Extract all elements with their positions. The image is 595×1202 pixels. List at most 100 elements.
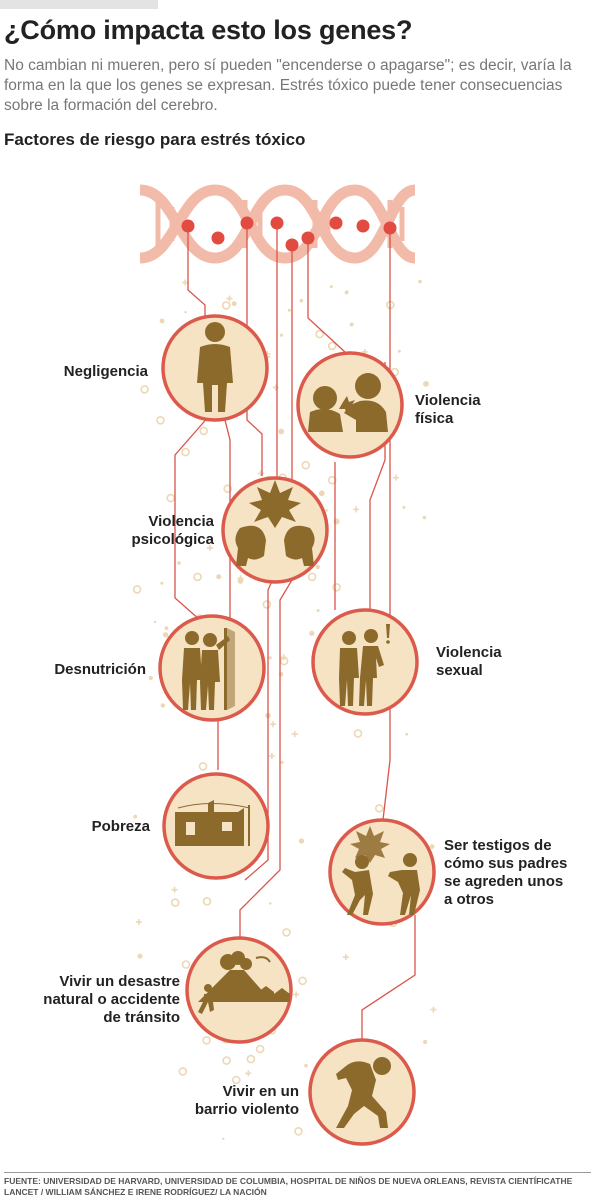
- background-dot: [374, 803, 384, 813]
- background-dot: [268, 656, 272, 660]
- factor-negligencia: [161, 314, 269, 422]
- dna-strand-a: [139, 184, 417, 264]
- page-title: ¿Cómo impacta esto los genes?: [4, 15, 413, 45]
- background-dot: [353, 506, 360, 513]
- background-dot: [299, 298, 304, 303]
- shack-icon: [175, 800, 251, 846]
- background-dot: [280, 760, 284, 764]
- background-dot: [327, 475, 337, 485]
- background-dot: [164, 626, 169, 631]
- background-dot: [315, 564, 320, 570]
- background-dot: [272, 384, 279, 391]
- factor-violencia-psicologica: [221, 476, 329, 584]
- background-dot: [160, 581, 164, 585]
- background-dot: [344, 290, 349, 295]
- background-dot: [301, 460, 311, 470]
- background-dot: [177, 561, 181, 565]
- background-dot: [193, 572, 202, 582]
- background-dot: [148, 675, 153, 681]
- label-barrio: Vivir en un barrio violento: [194, 1083, 299, 1118]
- dna-strand-b: [139, 184, 417, 264]
- background-dot: [160, 703, 165, 708]
- background-dot: [423, 381, 429, 387]
- background-dot: [304, 1063, 308, 1068]
- background-dot: [206, 544, 213, 551]
- background-dot: [133, 814, 138, 819]
- background-dot: [418, 279, 422, 284]
- background-dot: [156, 415, 165, 425]
- gene-node: [240, 216, 254, 230]
- background-dot: [318, 490, 325, 497]
- background-dot: [166, 493, 175, 503]
- background-dot: [287, 308, 291, 312]
- dna-nodes: [181, 216, 397, 252]
- source-credit: Fuente: Universidad de Harvard, Universi…: [4, 1176, 573, 1197]
- page-subtitle: No cambian ni mueren, pero sí pueden "en…: [4, 57, 572, 114]
- background-dot: [392, 474, 399, 481]
- background-dot: [162, 632, 169, 638]
- cowering-person-icon: [336, 1057, 391, 1128]
- background-dot: [268, 752, 275, 759]
- background-dot: [140, 385, 149, 394]
- background-dot: [278, 428, 285, 435]
- gene-node: [383, 221, 397, 235]
- dna-helix: [139, 184, 417, 264]
- background-dot: [132, 585, 142, 594]
- two-people-looking-icon: [182, 628, 235, 710]
- background-dot: [293, 991, 300, 998]
- factor-desastre: [185, 936, 293, 1044]
- gene-node: [181, 219, 195, 233]
- background-dot: [202, 896, 212, 906]
- background-dot: [226, 295, 233, 302]
- background-dot: [199, 426, 208, 436]
- background-dot: [405, 732, 409, 736]
- background-dot: [294, 1127, 303, 1136]
- harassment-icon: [339, 624, 390, 706]
- label-desastre: Vivir un desastre natural o accidente de…: [43, 973, 180, 1026]
- background-dot: [349, 322, 354, 327]
- gene-node: [301, 231, 315, 245]
- label-pobreza: Pobreza: [91, 818, 150, 835]
- background-dot: [181, 960, 191, 969]
- factor-testigos: [328, 818, 436, 926]
- label-desnutricion: Desnutrición: [54, 661, 146, 678]
- factor-barrio: [308, 1038, 416, 1146]
- background-dot: [198, 762, 208, 771]
- background-dot: [262, 600, 272, 609]
- label-testigos: Ser testigos de cómo sus padres se agred…: [444, 837, 568, 908]
- background-dot: [429, 844, 435, 849]
- gene-node: [270, 216, 284, 230]
- background-dot: [223, 484, 232, 494]
- background-dot: [327, 341, 337, 351]
- background-dot: [135, 918, 142, 925]
- background-dot: [423, 1039, 428, 1044]
- background-dot: [159, 318, 165, 324]
- background-dot: [178, 1067, 188, 1076]
- connector-violencia-psicologica: [246, 223, 263, 476]
- background-dot: [181, 447, 190, 457]
- background-dot: [282, 928, 291, 937]
- background-dot: [342, 954, 349, 961]
- factor-pobreza: [162, 772, 270, 880]
- background-dot: [402, 505, 406, 509]
- background-dot: [222, 1056, 231, 1065]
- background-dot: [137, 953, 143, 959]
- background-dot: [184, 311, 187, 314]
- gene-node: [356, 219, 370, 233]
- footer-divider: [4, 1172, 591, 1173]
- factor-desnutricion: [158, 614, 266, 722]
- background-dot: [255, 1044, 265, 1054]
- label-negligencia: Negligencia: [63, 363, 148, 380]
- background-dot: [329, 285, 333, 289]
- background-dot: [315, 329, 325, 339]
- arguing-faces-icon: [235, 480, 315, 566]
- background-dot: [268, 902, 272, 905]
- background-dot: [325, 509, 329, 512]
- background-dot: [422, 515, 427, 520]
- label-violencia-sexual: Violencia sexual: [436, 644, 502, 679]
- background-dot: [332, 582, 341, 592]
- background-dot: [298, 976, 307, 986]
- connector-desnutricion: [174, 414, 211, 621]
- background-dot: [153, 620, 157, 624]
- background-dot: [182, 279, 189, 286]
